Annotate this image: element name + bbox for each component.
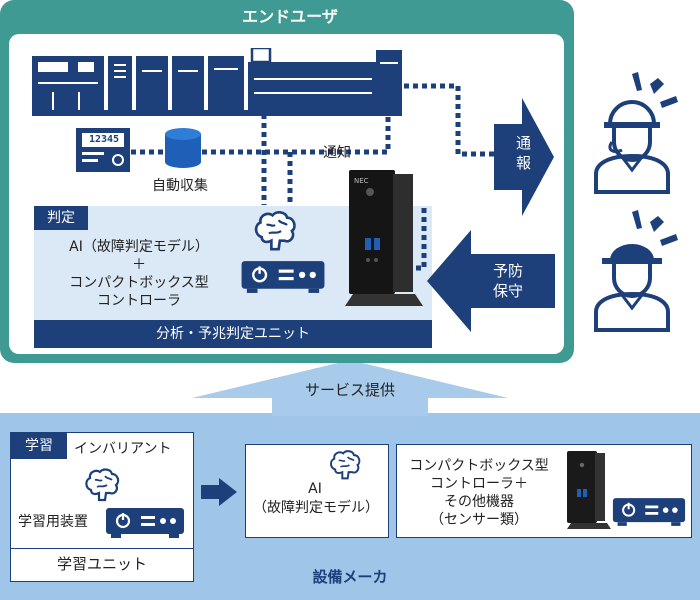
brain-icon xyxy=(85,468,120,502)
controller-icon xyxy=(612,498,686,526)
worker-helmet-icon xyxy=(594,72,678,194)
learning-device-label: 学習用装置 xyxy=(18,514,88,530)
learning-tab: 学習 xyxy=(11,433,67,459)
ai-model-box xyxy=(245,444,389,538)
mini-pc-icon xyxy=(567,451,611,529)
ai-model-text: AI（故障判定モデル） xyxy=(69,239,209,255)
controller-line3: その他機器 xyxy=(444,494,514,510)
end-user-title: エンドユーザ xyxy=(242,7,338,26)
controller-icon xyxy=(106,508,184,538)
preventive-label-2: 保守 xyxy=(492,282,523,300)
database-icon xyxy=(165,128,201,168)
preventive-label-1: 予防 xyxy=(492,262,523,280)
worker-cap-icon xyxy=(594,210,678,332)
controller-text: コントローラ xyxy=(97,293,181,309)
controller-icon xyxy=(241,261,325,293)
mini-pc-icon xyxy=(345,170,423,306)
report-label-1: 通 xyxy=(516,134,532,152)
analysis-unit-label: 分析・予兆判定ユニット xyxy=(156,326,310,342)
invariant-label: インバリアント xyxy=(74,441,172,457)
controller-line1: コンパクトボックス型 xyxy=(409,458,549,474)
equipment-maker-title: 設備メーカ xyxy=(312,568,388,586)
notify-label: 通知 xyxy=(323,145,351,161)
factory-machine-icon xyxy=(32,48,402,116)
dotted-connections xyxy=(131,83,500,271)
controller-line4: （センサー類） xyxy=(430,512,528,528)
service-arrow xyxy=(192,360,508,416)
brain-icon xyxy=(254,210,296,251)
report-label-2: 報 xyxy=(516,154,532,172)
judgement-tab: 判定 xyxy=(34,206,88,230)
meter-reading: 12345 xyxy=(88,134,120,145)
pc-brand-label: NEC xyxy=(354,177,369,185)
ai-model-line1: AI xyxy=(308,481,322,497)
plus-sign: ＋ xyxy=(132,257,146,273)
meter-icon xyxy=(76,128,130,172)
compact-box-text: コンパクトボックス型 xyxy=(69,275,209,291)
auto-collect-label: 自動収集 xyxy=(152,178,208,194)
learning-unit-label: 学習ユニット xyxy=(56,555,147,573)
ai-model-line2: （故障判定モデル） xyxy=(253,500,379,516)
controller-line2: コントローラ＋ xyxy=(430,476,528,492)
controller-devices-box xyxy=(396,444,692,538)
learning-unit-bar xyxy=(11,548,193,581)
brain-icon xyxy=(330,450,361,480)
report-arrow xyxy=(494,98,554,216)
deploy-arrow xyxy=(201,478,237,506)
analysis-unit-bar xyxy=(34,320,432,348)
service-label: サービス提供 xyxy=(304,381,395,399)
preventive-maintenance-arrow xyxy=(427,230,555,332)
